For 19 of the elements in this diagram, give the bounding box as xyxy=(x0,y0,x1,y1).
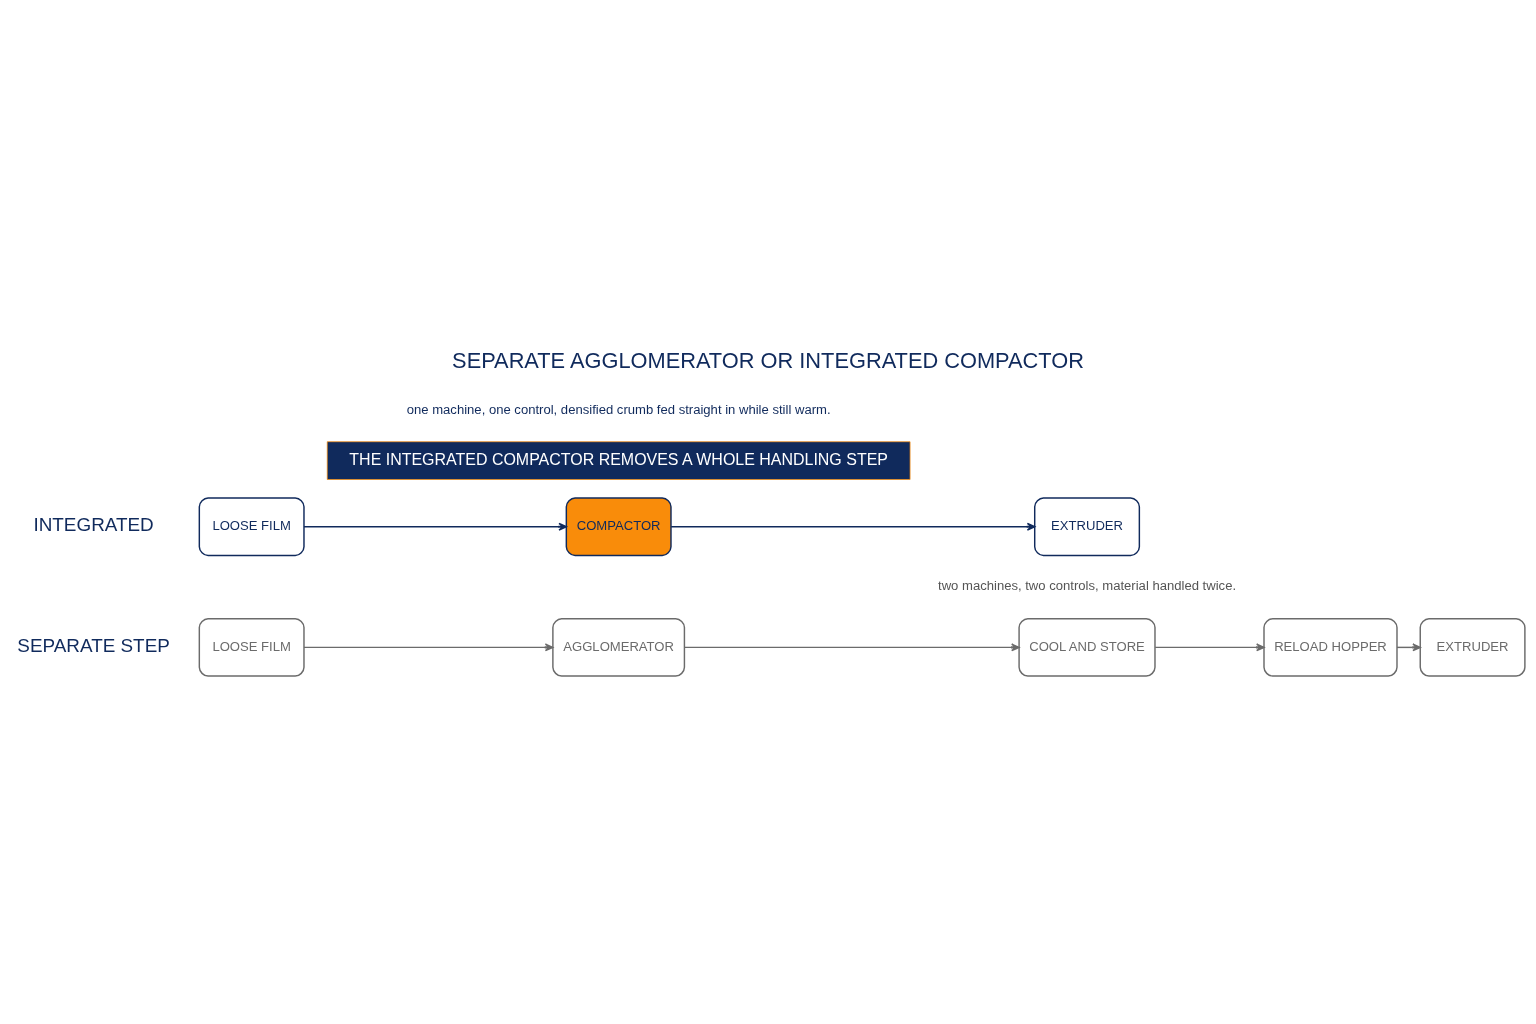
label: SEPARATE STEP xyxy=(17,634,170,656)
node-box: LOOSE FILM xyxy=(198,617,305,677)
arrow xyxy=(303,643,554,652)
caption: THE INTEGRATED COMPACTOR REMOVES A WHOLE HANDLING STEP xyxy=(349,450,888,468)
node-box: EXTRUDER xyxy=(1419,617,1526,677)
label: INTEGRATED xyxy=(33,514,154,536)
arrow xyxy=(1154,643,1265,652)
label: one machine, one control, densified crumb fed straight in while still warm. xyxy=(406,401,831,417)
arrow xyxy=(683,643,1020,652)
node-box: COMPACTOR xyxy=(565,497,672,557)
arrow xyxy=(670,522,1036,531)
node-box: COOL AND STORE xyxy=(1018,617,1156,677)
arrow xyxy=(303,522,567,531)
diagram-title: SEPARATE AGGLOMERATOR OR INTEGRATED COMPACTOR xyxy=(452,348,1084,374)
node-box: LOOSE FILM xyxy=(198,497,305,557)
node-box: RELOAD HOPPER xyxy=(1263,617,1398,677)
label: two machines, two controls, material handled twice. xyxy=(938,578,1237,594)
node-box: EXTRUDER xyxy=(1034,497,1141,557)
node-box: AGGLOMERATOR xyxy=(552,617,686,677)
